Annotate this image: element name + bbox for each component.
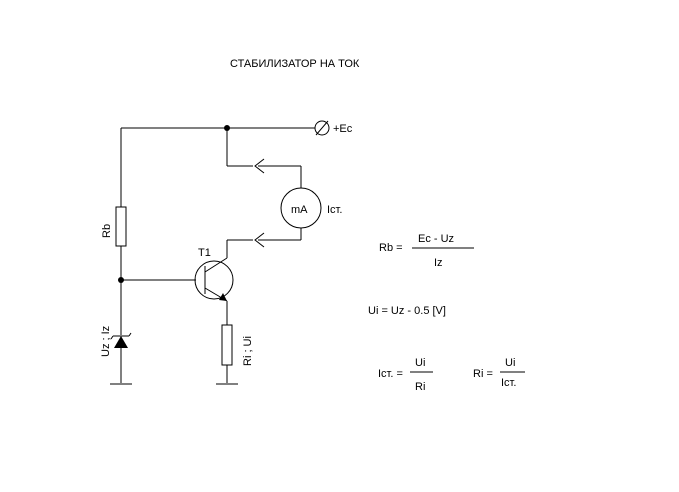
formula-ui: Ui = Uz - 0.5 [V] (368, 305, 446, 317)
transistor-label: T1 (198, 247, 211, 259)
meter-label: mA (291, 204, 308, 216)
formula-ist-lhs: Iст. = (378, 368, 403, 380)
meter-current-label: Iст. (327, 204, 342, 216)
formula-ri-denominator: Iст. (501, 377, 516, 389)
resistor-rb: Rb (101, 206, 127, 247)
formula-rb-denominator: Iz (434, 257, 443, 269)
formula-ri-lhs: Ri = (473, 368, 493, 380)
resistor-ri: Ri ; Ui (221, 324, 254, 366)
formula-rb: Rb = Ec - Uz Iz (379, 233, 474, 269)
zener-label: Uz ; Iz (100, 326, 112, 357)
formula-ri-numerator: Ui (505, 357, 515, 369)
formula-ist-denominator: Ri (415, 381, 425, 393)
upper-contact (254, 158, 301, 174)
rb-label: Rb (101, 224, 113, 238)
supply-terminal: +Ec (314, 120, 353, 136)
supply-label: +Ec (333, 123, 353, 135)
zener-diode: Uz ; Iz (100, 326, 132, 357)
formula-ui-text: Ui = Uz - 0.5 [V] (368, 305, 446, 317)
transistor-t1: T1 (194, 247, 234, 302)
formula-rb-numerator: Ec - Uz (418, 233, 454, 245)
milliammeter: mA Iст. (280, 187, 342, 229)
supply-rail (121, 125, 315, 131)
formula-ist: Iст. = Ui Ri (378, 357, 433, 393)
formula-ri: Ri = Ui Iст. (473, 357, 525, 389)
lower-contact (227, 232, 301, 248)
diagram-title: СТАБИЛИЗАТОР НА ТОК (230, 58, 360, 70)
formula-rb-lhs: Rb = (379, 242, 403, 254)
formula-ist-numerator: Ui (415, 357, 425, 369)
ri-label: Ri ; Ui (242, 336, 254, 366)
